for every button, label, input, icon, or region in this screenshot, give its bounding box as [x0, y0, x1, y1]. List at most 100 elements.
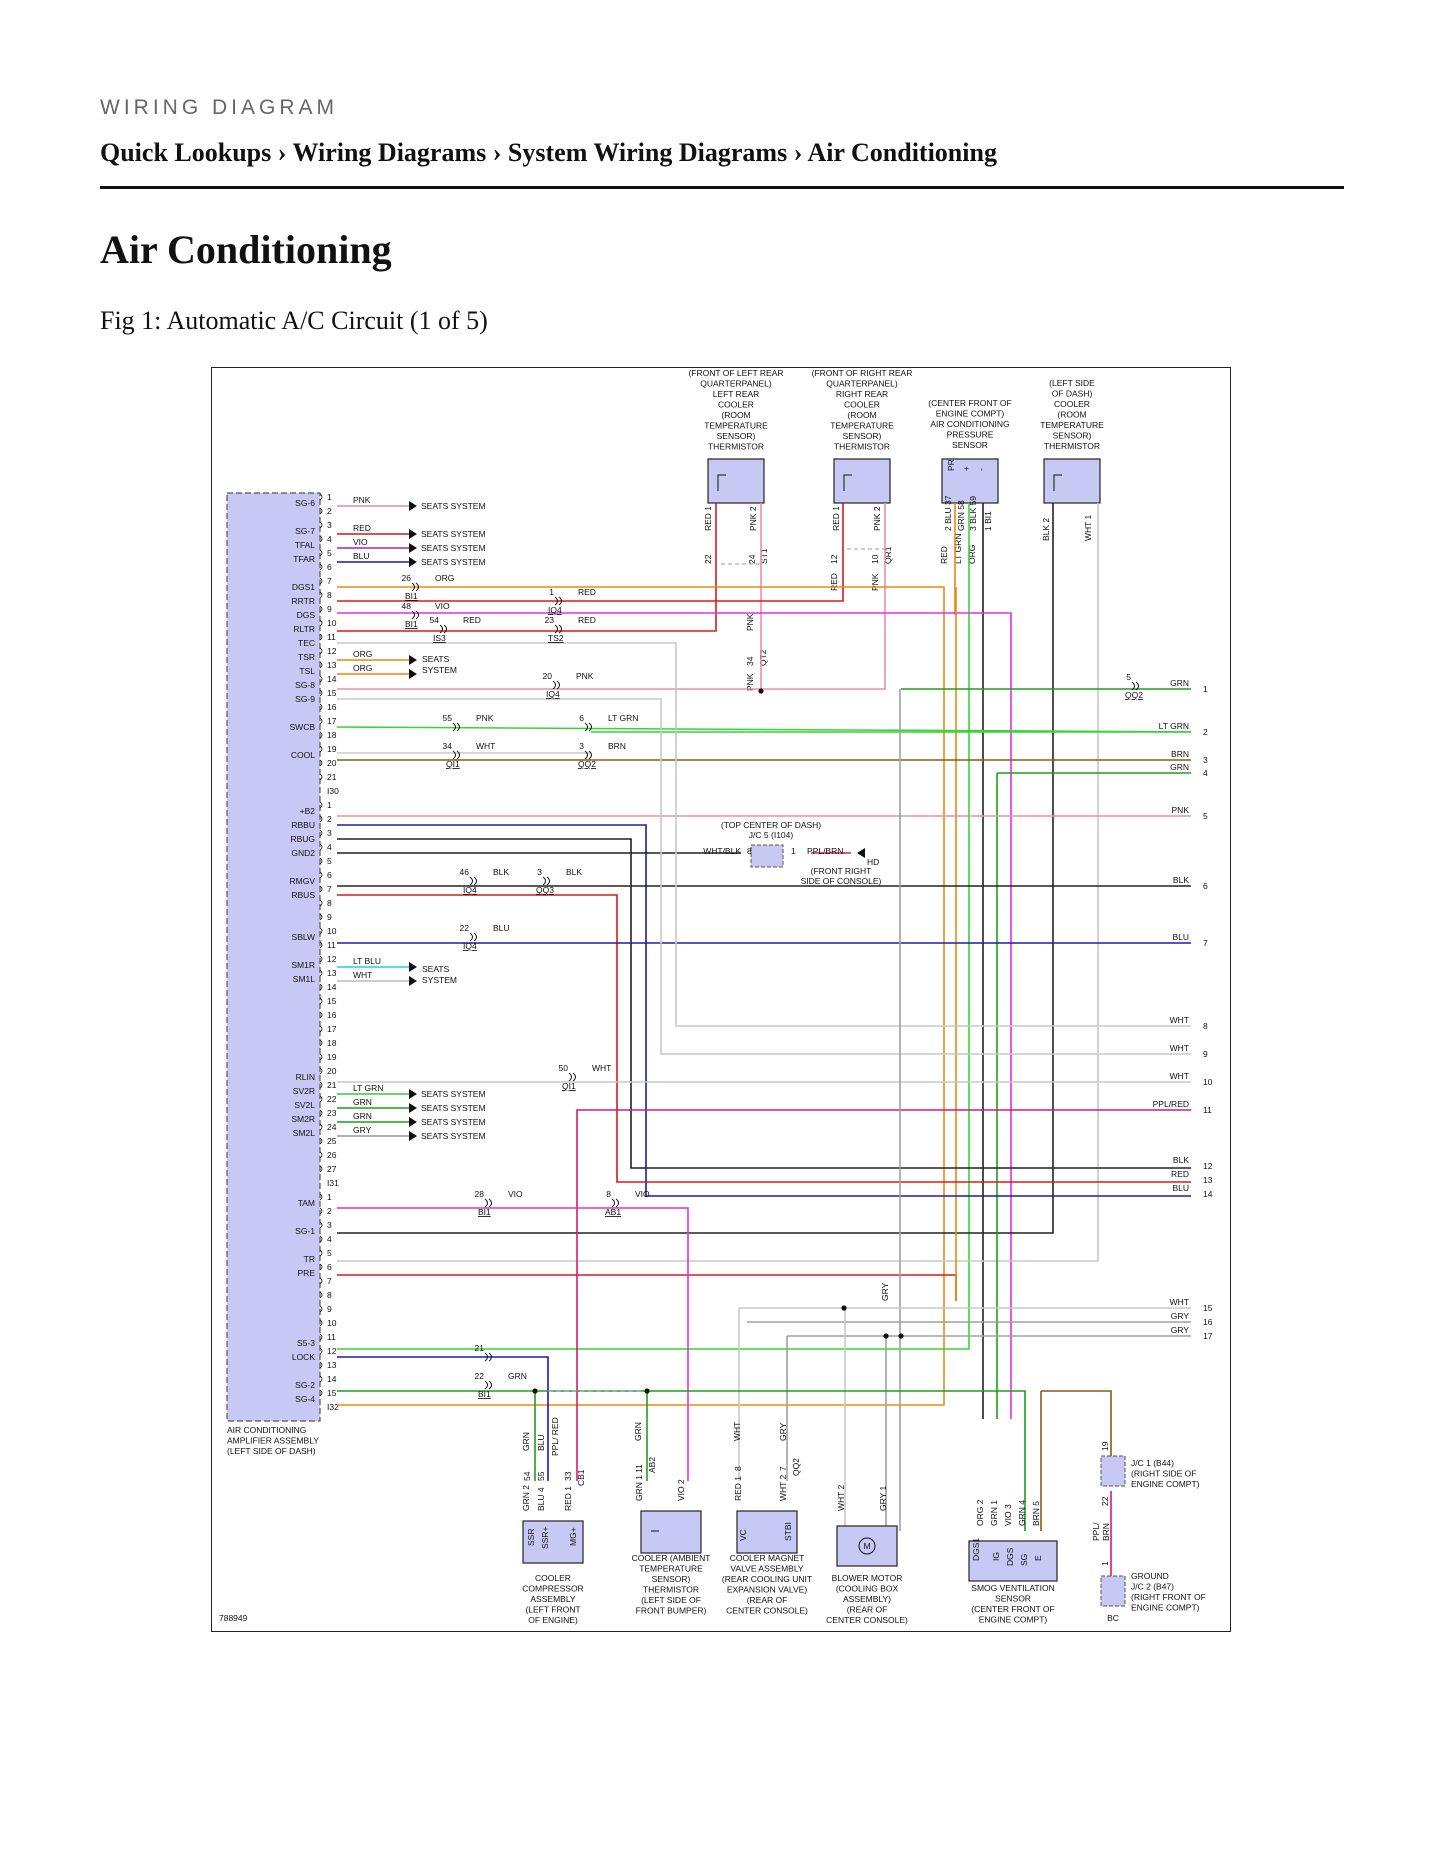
rotated-pin-label: GRN 4 — [1017, 1500, 1027, 1526]
pin-terminal-mark — [319, 1109, 323, 1117]
destination-label: SEATS SYSTEM — [421, 1117, 486, 1127]
wire-ltgrn-swcb — [336, 726, 1192, 733]
rotated-pin-label: BRN 5 — [1031, 1501, 1041, 1526]
terminal-wire-label: BLU — [1172, 1183, 1189, 1193]
pin-number: 10 — [327, 926, 337, 936]
rotated-pin-label: 55 — [536, 1471, 546, 1481]
connector-mark — [469, 876, 477, 886]
wire-color-label: BLU — [493, 923, 510, 933]
pin-terminal-mark — [319, 885, 323, 893]
pin-terminal-mark — [319, 1011, 323, 1019]
pin-terminal-mark — [319, 591, 323, 599]
connector-mark — [542, 876, 550, 886]
wire-color-label: RED — [353, 523, 371, 533]
pin-number: 13 — [327, 968, 337, 978]
breadcrumb-item-system-wiring-diagrams[interactable]: System Wiring Diagrams — [507, 138, 788, 167]
pin-terminal-mark — [319, 619, 323, 627]
pin-terminal-mark — [319, 1319, 323, 1327]
wire-brn-jc1 — [1041, 1390, 1112, 1461]
pin-terminal-mark — [319, 605, 323, 613]
pin-terminal-mark — [319, 1053, 323, 1061]
pin-label: DGS — [297, 610, 316, 620]
pin-number: 2 — [327, 814, 332, 824]
component-label: SENSOR) — [717, 431, 756, 441]
connector-pin: 21 — [475, 1343, 485, 1353]
rotated-pin-label: RED 1 — [563, 1486, 573, 1511]
component-label: (FRONT OF RIGHT REAR — [812, 368, 913, 378]
connector-pin: 8 — [606, 1189, 611, 1199]
connector-code: BI1 — [478, 1207, 491, 1217]
pin-terminal-mark — [319, 1277, 323, 1285]
pin-terminal-mark — [319, 1263, 323, 1271]
rotated-wire-label: GRY — [880, 1282, 890, 1301]
breadcrumb-item-air-conditioning[interactable]: Air Conditioning — [807, 138, 997, 167]
component-label: (FRONT OF LEFT REAR — [688, 368, 783, 378]
pin-number: 9 — [327, 1304, 332, 1314]
arrow-icon — [409, 501, 417, 511]
breadcrumb-item-wiring-diagrams[interactable]: Wiring Diagrams — [292, 138, 487, 167]
pin-terminal-mark — [319, 857, 323, 865]
pin-number: 15 — [327, 688, 337, 698]
arrow-icon — [409, 1117, 417, 1127]
pin-terminal-mark — [319, 717, 323, 725]
component-label: SENSOR) — [843, 431, 882, 441]
pin-number: 14 — [327, 674, 337, 684]
wire-color-label: BLK — [566, 867, 582, 877]
component-label: THERMISTOR — [1044, 441, 1100, 451]
figure-id: 788949 — [219, 1613, 248, 1623]
connector-pin: 28 — [475, 1189, 485, 1199]
rotated-wire-label: 1 BI1 — [983, 511, 993, 531]
rotated-wire-label: 2 BLU 37 — [943, 495, 953, 531]
pin-label: TEC — [298, 638, 315, 648]
pin-number: 20 — [327, 1066, 337, 1076]
component-label: (COOLING BOX — [836, 1584, 899, 1594]
wire-color-label: BRN — [608, 741, 626, 751]
connector-joint-icon — [411, 582, 419, 592]
junction-label: ENGINE COMPT) — [1131, 1479, 1200, 1489]
component-label: (REAR OF — [747, 1595, 788, 1605]
terminal-number: 14 — [1203, 1189, 1213, 1199]
pin-label: DGS1 — [292, 582, 315, 592]
pin-terminal-mark — [319, 1193, 323, 1201]
pin-number: 11 — [327, 1332, 336, 1342]
component-label: ASSEMBLY) — [843, 1594, 891, 1604]
terminal-wire-label: BLK — [1173, 875, 1189, 885]
wire-color-label: LT GRN — [353, 1083, 383, 1093]
component-label: QUARTERPANEL) — [700, 379, 772, 389]
pin-label: SG-6 — [295, 498, 315, 508]
component-label: COOLER (AMBIENT — [632, 1553, 711, 1563]
pin-label: GND2 — [291, 848, 315, 858]
junction-label: GROUND — [1131, 1571, 1169, 1581]
wire-color-label: ORG — [353, 663, 372, 673]
connector-mark — [452, 750, 460, 760]
pin-number: 10 — [327, 618, 337, 628]
connector-joint-icon — [452, 722, 460, 732]
sensor-box — [941, 458, 999, 504]
pin-terminal-mark — [319, 1291, 323, 1299]
component-box — [968, 1540, 1058, 1582]
component-label: ENGINE COMPT) — [936, 409, 1005, 419]
junction-connector-box — [750, 844, 784, 868]
connector-pin: 1 — [549, 587, 554, 597]
pin-number: 25 — [327, 1136, 337, 1146]
thermistor-icon — [717, 474, 726, 491]
wire-color-label: BLK — [493, 867, 509, 877]
component-box — [736, 1510, 798, 1554]
pin-label: SV2L — [294, 1100, 315, 1110]
pin-terminal-mark — [319, 1347, 323, 1355]
connector-mark — [484, 1352, 492, 1362]
rotated-pin-label: IG — [991, 1552, 1001, 1561]
pin-number: 15 — [327, 996, 337, 1006]
connector-joint-icon — [469, 876, 477, 886]
breadcrumb-item-quick-lookups[interactable]: Quick Lookups — [100, 138, 272, 167]
component-label: SENSOR — [952, 440, 988, 450]
component-label: THERMISTOR — [643, 1585, 699, 1595]
ground-code: BC — [1107, 1613, 1119, 1623]
rotated-wire-label: BLK 2 — [1041, 518, 1051, 541]
connector-pin: 46 — [460, 867, 470, 877]
component-label: LEFT REAR — [713, 389, 760, 399]
component-label: PRESSURE — [947, 430, 994, 440]
rotated-pin-label: VIO 2 — [676, 1479, 686, 1501]
pin-label: TSL — [299, 666, 315, 676]
pin-number: 4 — [327, 1234, 332, 1244]
